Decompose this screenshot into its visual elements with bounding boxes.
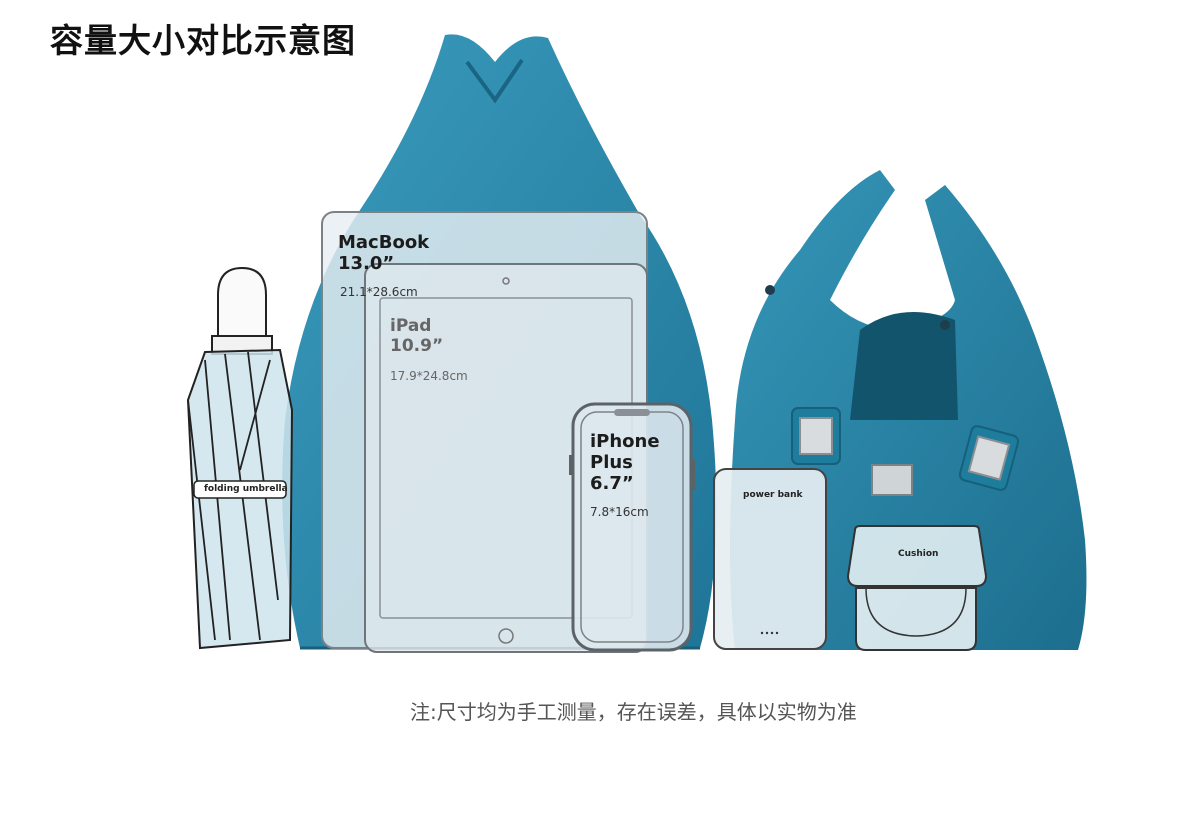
umbrella-illustration	[186, 266, 294, 650]
macbook-screen-size: 13.0”	[338, 253, 395, 274]
umbrella-label: folding umbrella	[204, 484, 288, 494]
ipad-screen-size: 10.9”	[390, 336, 444, 356]
macbook-label: MacBook 13.0”	[338, 232, 429, 274]
iphone-name: iPhone	[590, 431, 660, 452]
iphone-dimensions: 7.8*16cm	[590, 505, 649, 519]
cushion-label: Cushion	[898, 549, 939, 559]
macbook-dimensions: 21.1*28.6cm	[340, 285, 418, 299]
iphone-outline	[569, 402, 695, 652]
ipad-label: iPad 10.9”	[390, 316, 443, 356]
iphone-label: iPhone Plus 6.7”	[590, 431, 660, 494]
power-bank-outline	[713, 468, 827, 650]
page-title: 容量大小对比示意图	[50, 21, 356, 60]
cushion-outline	[846, 525, 988, 651]
macbook-name: MacBook	[338, 232, 430, 253]
measurement-note: 注:尺寸均为手工测量，存在误差，具体以实物为准	[410, 700, 857, 724]
power-bank-label: power bank	[743, 490, 803, 500]
iphone-screen-size: 6.7”	[590, 473, 634, 494]
iphone-model: Plus	[590, 452, 633, 473]
ipad-name: iPad	[390, 316, 432, 336]
ipad-dimensions: 17.9*24.8cm	[390, 369, 468, 383]
